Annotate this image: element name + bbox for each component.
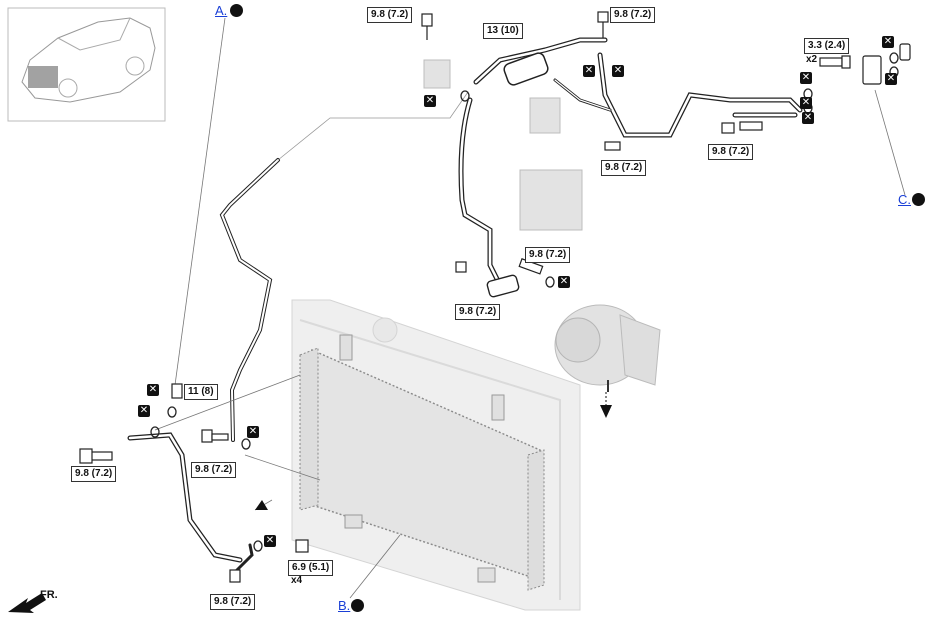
callout-dot (912, 193, 925, 206)
x-box-icon: ✕ (147, 384, 159, 396)
quantity-label: x4 (291, 575, 303, 586)
torque-label: 9.8 (7.2) (367, 7, 413, 23)
x-box-icon: ✕ (802, 112, 814, 124)
torque-label: 9.8 (7.2) (455, 304, 501, 320)
callout-link-b[interactable]: B. (338, 598, 351, 613)
vehicle-locator-inset (7, 7, 166, 122)
x-box-icon: ✕ (138, 405, 150, 417)
torque-label: 3.3 (2.4) (804, 38, 850, 54)
condenser (299, 334, 545, 591)
torque-label: 13 (10) (483, 23, 523, 39)
quantity-label: x2 (806, 54, 818, 65)
compressor (554, 304, 661, 392)
torque-label: 11 (8) (184, 384, 218, 400)
callout-link-c[interactable]: C. (898, 192, 911, 207)
torque-label: 9.8 (7.2) (210, 594, 256, 610)
callout-dot (351, 599, 364, 612)
x-box-icon: ✕ (885, 73, 897, 85)
x-box-icon: ✕ (800, 72, 812, 84)
view-arrows (255, 392, 612, 510)
x-box-icon: ✕ (264, 535, 276, 547)
x-box-icon: ✕ (882, 36, 894, 48)
x-box-icon: ✕ (558, 276, 570, 288)
torque-label: 9.8 (7.2) (525, 247, 571, 263)
x-box-icon: ✕ (800, 97, 812, 109)
torque-label: 9.8 (7.2) (601, 160, 647, 176)
x-box-icon: ✕ (247, 426, 259, 438)
ghost-brackets (423, 59, 583, 231)
x-box-icon: ✕ (612, 65, 624, 77)
callout-dot (230, 4, 243, 17)
front-arrow-icon (8, 593, 46, 613)
x-box-icon: ✕ (424, 95, 436, 107)
callout-link-a[interactable]: A. (215, 3, 228, 18)
torque-label: 9.8 (7.2) (71, 466, 117, 482)
torque-label: 6.9 (5.1) (288, 560, 334, 576)
refrigerant-pipes (127, 37, 803, 577)
o-rings (150, 52, 899, 552)
torque-label: 9.8 (7.2) (708, 144, 754, 160)
torque-label: 9.8 (7.2) (191, 462, 237, 478)
x-box-icon: ✕ (583, 65, 595, 77)
front-direction-label: FR. (40, 589, 58, 601)
torque-label: 9.8 (7.2) (610, 7, 656, 23)
